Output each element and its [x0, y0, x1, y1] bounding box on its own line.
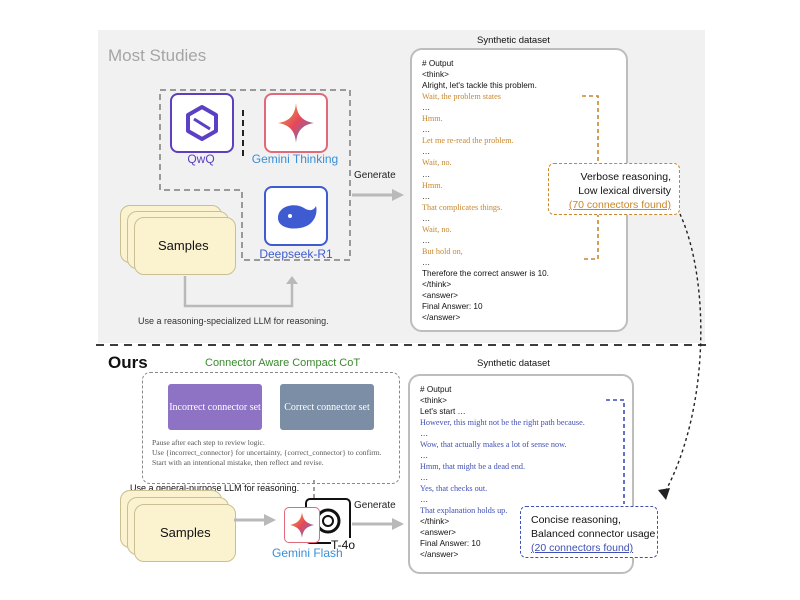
instruction-1: Pause after each step to review logic.	[152, 438, 265, 447]
ours-title: Ours	[108, 353, 148, 372]
top-output-line: But hold on,	[422, 246, 463, 256]
samples-label-2: Samples	[160, 525, 211, 540]
instruction-3: Start with an intentional mistake, then …	[152, 458, 324, 467]
top-output-line: That complicates things.	[422, 202, 503, 212]
instruction-2: Use {incorrect_connector} for uncertaint…	[152, 448, 382, 457]
samples-label: Samples	[158, 238, 209, 253]
top-output-line: …	[422, 213, 431, 223]
orange-bracket	[582, 95, 599, 260]
top-caption: Use a reasoning-specialized LLM for reas…	[138, 316, 329, 326]
prompt-box	[142, 372, 400, 484]
bottom-output-line: Hmm, that might be a dead end.	[420, 462, 526, 471]
deepseek-logo	[264, 186, 328, 246]
top-output-line: Therefore the correct answer is 10.	[422, 268, 549, 278]
bottom-output-line: Yes, that checks out.	[420, 484, 488, 493]
top-output-line: …	[422, 103, 431, 113]
most-studies-title: Most Studies	[108, 46, 207, 65]
top-output-line: <think>	[422, 70, 449, 80]
bottom-output-line: …	[420, 473, 429, 482]
top-output-line: Hmm.	[422, 114, 443, 124]
verbose-callout-count: (70 connectors found)	[568, 199, 671, 211]
top-output-line: </think>	[422, 280, 452, 289]
concise-callout-count: (20 connectors found)	[531, 542, 634, 554]
samples-to-model-arrow	[183, 276, 298, 308]
gpt-label: T-4o	[331, 538, 356, 552]
verbose-callout-line2: Low lexical diversity	[578, 185, 671, 197]
generate-label-top: Generate	[354, 170, 396, 181]
top-output-line: Let me re-read the problem.	[422, 136, 514, 146]
top-output-line: …	[422, 191, 431, 201]
bottom-output-line: # Output	[420, 385, 452, 394]
bottom-output-line: <think>	[420, 396, 447, 405]
top-output-line: Wait, no.	[422, 224, 452, 234]
bottom-output-line: </answer>	[420, 550, 459, 559]
generate-label-bottom: Generate	[354, 500, 396, 511]
concise-callout-line2: Balanced connector usage	[531, 528, 656, 540]
concise-callout-line1: Concise reasoning,	[531, 514, 621, 526]
qwq-label: QwQ	[187, 152, 215, 166]
blue-bracket	[606, 399, 625, 504]
top-output-line: …	[422, 235, 431, 245]
gemini-thinking-logo	[264, 93, 328, 153]
gemini-star-icon	[278, 103, 314, 143]
top-output-line: Alright, let's tackle this problem.	[422, 81, 537, 91]
bottom-output-line: </think>	[420, 517, 450, 526]
top-output-line: …	[422, 169, 431, 179]
sample-card-front-2	[134, 504, 236, 562]
verbose-callout-line1: Verbose reasoning,	[580, 171, 671, 183]
deepseek-label: Deepseek-R1	[259, 247, 333, 261]
qwq-icon	[186, 105, 218, 141]
bottom-output-line: …	[420, 451, 429, 460]
prompt-connector	[313, 480, 315, 502]
top-output-line: Wait, the problem states	[422, 92, 501, 102]
bottom-output-line: That explanation holds up.	[420, 506, 508, 515]
qwq-logo	[170, 93, 234, 153]
generate-arrow-top	[352, 189, 404, 201]
dataset-title-bottom: Synthetic dataset	[477, 358, 550, 369]
samples-to-gemini-arrow	[234, 514, 276, 526]
whale-icon	[278, 205, 317, 229]
top-output-line: …	[422, 147, 431, 157]
bottom-output-line: However, this might not be the right pat…	[420, 418, 585, 427]
gemini-flash-star-icon	[290, 512, 314, 538]
top-output-line: </answer>	[422, 313, 461, 323]
comparison-arrow	[658, 213, 702, 500]
llm-caption: Use a general-purpose LLM for reasoning.	[130, 483, 300, 493]
bottom-output-line: Final Answer: 10	[420, 539, 481, 548]
top-output-line: <answer>	[422, 291, 458, 301]
gemini-thinking-label: Gemini Thinking	[251, 152, 339, 166]
top-output-line: Final Answer: 10	[422, 302, 483, 312]
incorrect-connector-set: Incorrect connector set	[168, 384, 262, 430]
top-output-line: Hmm.	[422, 180, 443, 190]
correct-connector-set: Correct connector set	[280, 384, 374, 430]
generate-arrow-bottom	[352, 518, 404, 530]
top-output-line: …	[422, 125, 431, 135]
sample-card-front	[134, 217, 236, 275]
top-output-line: # Output	[422, 59, 454, 68]
gemini-flash-logo	[284, 507, 320, 543]
bottom-output-line: …	[420, 429, 429, 438]
section-divider	[96, 344, 708, 346]
top-output-line: Wait, no.	[422, 158, 452, 168]
concise-callout: Concise reasoning, Balanced connector us…	[520, 506, 658, 558]
verbose-callout: Verbose reasoning, Low lexical diversity…	[548, 163, 680, 215]
bottom-output-line: Let's start …	[420, 407, 466, 416]
top-output-line: …	[422, 257, 431, 267]
bottom-output-line: <answer>	[420, 528, 456, 537]
method-title: Connector Aware Compact CoT	[205, 357, 361, 369]
dataset-title-top: Synthetic dataset	[477, 35, 550, 46]
gemini-flash-label: Gemini Flash	[272, 546, 343, 560]
bottom-output-line: …	[420, 495, 429, 504]
model-group-outline	[159, 89, 351, 261]
bottom-output-line: Wow, that actually makes a lot of sense …	[420, 440, 567, 449]
